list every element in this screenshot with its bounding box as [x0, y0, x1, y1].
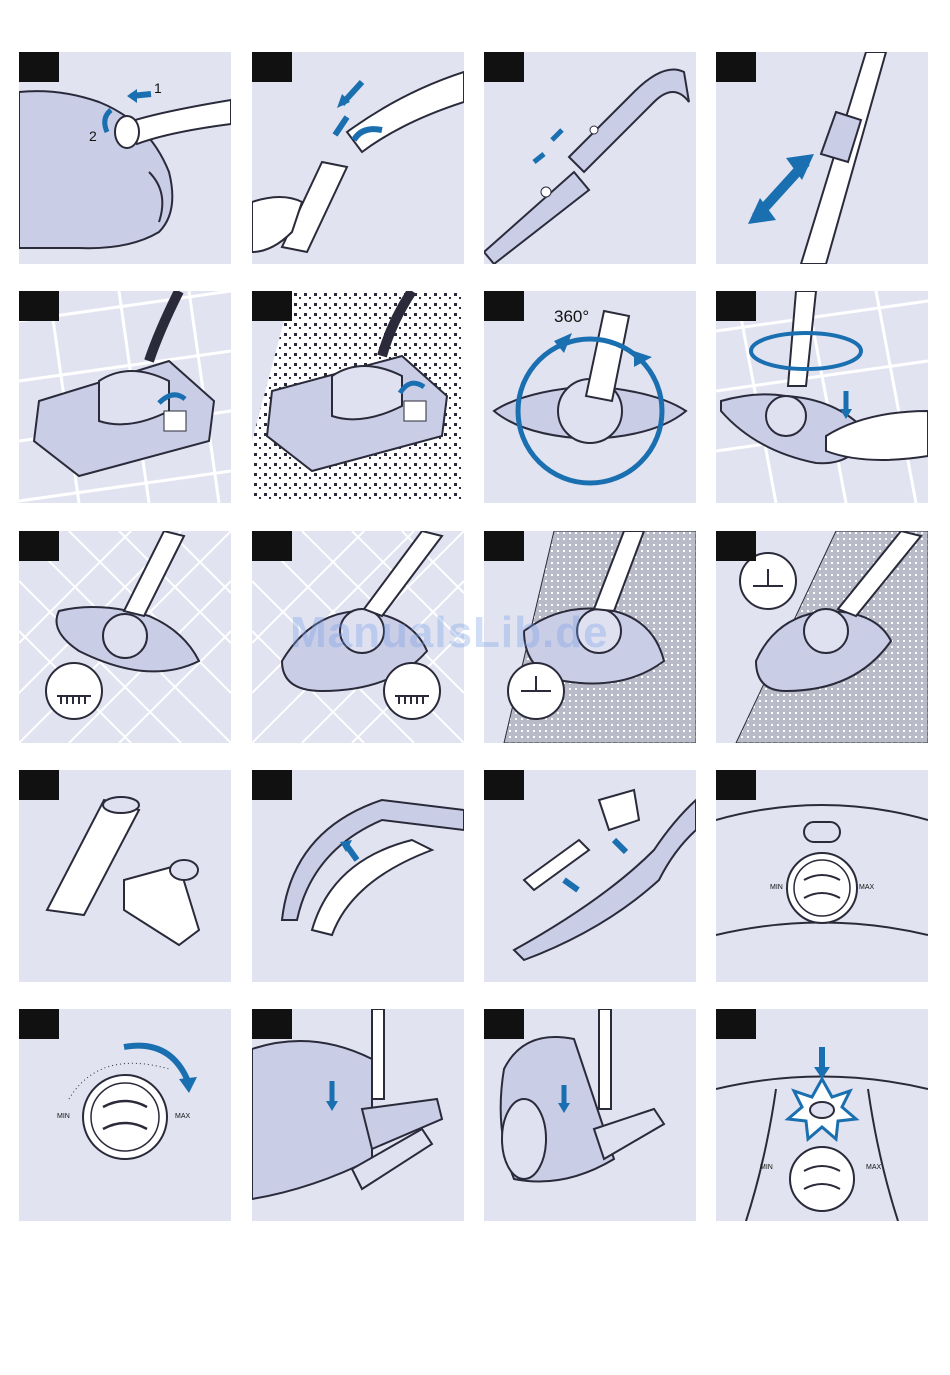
arrow-icon — [564, 880, 578, 890]
arrow-icon — [534, 154, 544, 162]
panel-2-attach-tube — [252, 52, 464, 264]
telescopic-tube-illustration — [716, 52, 928, 264]
floor-nozzle-carpet-illustration — [252, 291, 464, 503]
brush-out-icon — [46, 663, 102, 719]
min-label: MIN — [57, 1113, 70, 1120]
step-number-box — [19, 770, 59, 800]
max-label: MAX — [175, 1113, 190, 1120]
nozzle-release-illustration — [716, 291, 928, 503]
step-number-box — [484, 1009, 524, 1039]
step-number-box — [19, 531, 59, 561]
step-number-box — [252, 291, 292, 321]
step-label-1: 1 — [154, 80, 162, 96]
step-number-box — [19, 52, 59, 82]
panel-15-store-accessories — [484, 770, 696, 982]
upright-storage-illustration — [484, 1009, 696, 1221]
step-number-box — [716, 291, 756, 321]
store-accessories-illustration — [484, 770, 696, 982]
panel-5-floor-nozzle-hard-floor — [19, 291, 231, 503]
arrow-icon — [614, 840, 626, 852]
brush-in-pedal-illustration — [716, 531, 928, 743]
panel-3-tube-lock — [484, 52, 696, 264]
panel-8-nozzle-release — [716, 291, 928, 503]
step-number-box — [252, 52, 292, 82]
tube-attach-illustration — [252, 52, 464, 264]
cord-rewind-illustration — [716, 1009, 928, 1221]
panel-6-floor-nozzle-carpet — [252, 291, 464, 503]
watermark-text: ManualsLib.de — [290, 608, 609, 658]
accessories-illustration — [19, 770, 231, 982]
min-label: MIN — [770, 884, 783, 891]
max-label: MAX — [866, 1164, 881, 1171]
panel-7-rotating-nozzle: 360° — [484, 291, 696, 503]
tube-lock-illustration — [484, 52, 696, 264]
power-dial-icon — [83, 1075, 167, 1159]
rotation-degrees-label: 360° — [554, 307, 589, 327]
vacuum-hose-connection-illustration — [19, 52, 231, 264]
power-regulator-illustration — [716, 770, 928, 982]
panel-18-park-position-side — [252, 1009, 464, 1221]
panel-16-power-regulator: MIN MAX — [716, 770, 928, 982]
panel-20-cord-rewind: MIN MAX — [716, 1009, 928, 1221]
floor-nozzle-hard-floor-illustration — [19, 291, 231, 503]
park-position-illustration — [252, 1009, 464, 1221]
brush-setting-illustration — [19, 531, 231, 743]
panel-4-telescopic-tube — [716, 52, 928, 264]
step-number-box — [716, 770, 756, 800]
power-dial-icon — [787, 853, 857, 923]
panel-14-accessory-holder — [252, 770, 464, 982]
step-number-box — [484, 770, 524, 800]
step-number-box — [19, 291, 59, 321]
arrow-icon — [552, 130, 562, 140]
step-number-box — [252, 1009, 292, 1039]
panel-9-brush-out-hard-floor — [19, 531, 231, 743]
arrow-up-icon — [347, 846, 357, 860]
step-number-box — [252, 770, 292, 800]
panel-17-adjust-power: MIN MAX — [19, 1009, 231, 1221]
panel-19-park-position-upright — [484, 1009, 696, 1221]
clockwise-arrow-icon — [124, 1046, 187, 1079]
panel-1-connect-hose: 1 2 — [19, 52, 231, 264]
min-label: MIN — [760, 1164, 773, 1171]
step-label-2: 2 — [89, 128, 97, 144]
adjust-power-illustration — [19, 1009, 231, 1221]
brush-out-icon — [384, 663, 440, 719]
max-label: MAX — [859, 884, 874, 891]
step-number-box — [252, 531, 292, 561]
step-number-box — [716, 52, 756, 82]
accessory-holder-illustration — [252, 770, 464, 982]
cord-rewind-button-icon — [810, 1102, 834, 1118]
step-number-box — [484, 52, 524, 82]
step-number-box — [19, 1009, 59, 1039]
step-number-box — [484, 531, 524, 561]
panel-13-accessories — [19, 770, 231, 982]
power-dial-icon — [790, 1147, 854, 1211]
step-number-box — [484, 291, 524, 321]
rotating-nozzle-illustration — [484, 291, 696, 503]
step-number-box — [716, 531, 756, 561]
step-number-box — [716, 1009, 756, 1039]
panel-12-brush-in-pedal — [716, 531, 928, 743]
